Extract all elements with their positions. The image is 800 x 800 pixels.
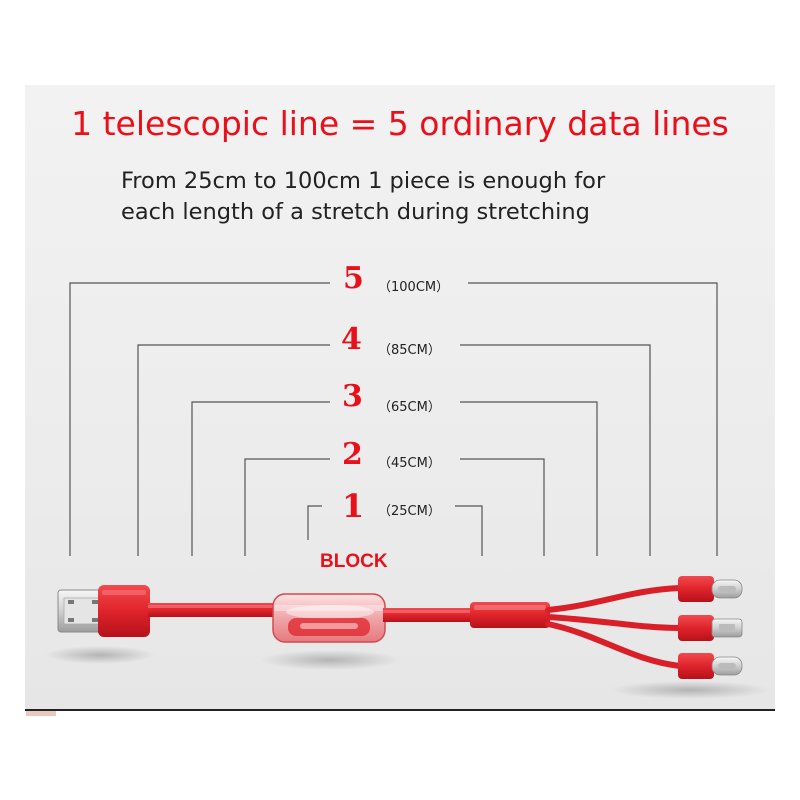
bracket-level-4 [137, 344, 651, 556]
headline: 1 telescopic line = 5 ordinary data line… [71, 104, 729, 143]
splitter-sleeve [470, 602, 550, 628]
retractable-reel-icon [272, 593, 386, 643]
level-number-1: 1 [342, 487, 364, 525]
panel-bottom-edge [25, 709, 775, 711]
level-length-5: （100CM） [378, 280, 449, 295]
level-number-3: 3 [342, 379, 363, 414]
bracket-level-5 [69, 282, 718, 556]
usb-a-plug-icon [57, 585, 150, 637]
level-length-4: （85CM） [378, 343, 441, 358]
level-length-3: （65CM） [378, 400, 441, 415]
level-length-2: （45CM） [378, 456, 441, 471]
block-label: BLOCK [320, 551, 388, 572]
corner-mark [26, 711, 56, 716]
subtitle-line-1: From 25cm to 100cm 1 piece is enough for [121, 168, 606, 194]
level-length-1: （25CM） [378, 504, 441, 519]
level-number-4: 4 [341, 322, 362, 357]
lightning-plug-icon [678, 653, 743, 679]
subtitle-line-2: each length of a stretch during stretchi… [121, 199, 590, 225]
bracket-level-1 [307, 505, 483, 556]
level-labels: 5 （100CM） 4 （85CM） 3 （65CM） 2 （45CM） 1 （… [320, 261, 449, 572]
level-number-5: 5 [343, 261, 364, 296]
bracket-level-2 [244, 458, 545, 556]
product-shadows [45, 646, 770, 699]
branch-cables [545, 585, 683, 669]
level-number-2: 2 [342, 437, 363, 472]
length-bracket-lines [69, 282, 718, 556]
usb-c-plug-icon [678, 576, 743, 602]
micro-usb-plug-icon [678, 615, 743, 641]
bracket-level-3 [191, 401, 598, 556]
